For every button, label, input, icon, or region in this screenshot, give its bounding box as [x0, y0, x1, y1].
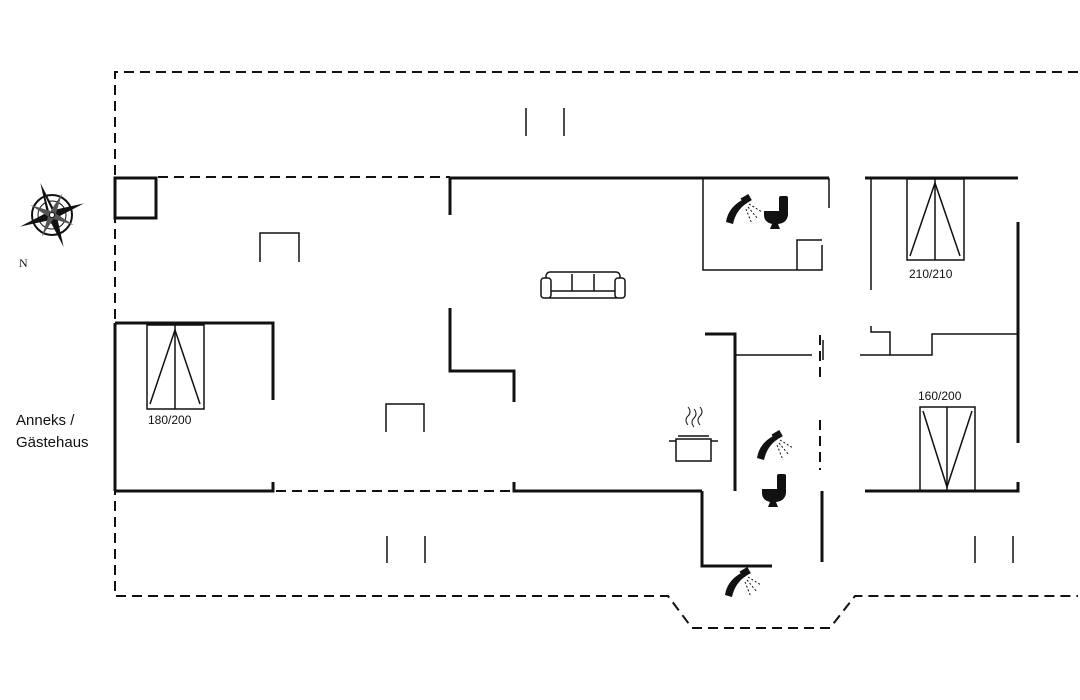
- shower-icon: [756, 429, 794, 461]
- annex-label: Anneks / Gästehaus: [16, 410, 89, 454]
- bed-size-label: 210/210: [909, 267, 953, 281]
- toilet-icon: [764, 196, 788, 229]
- shower-icon: [725, 193, 763, 225]
- bed-size-label: 180/200: [148, 413, 192, 427]
- shower-icon: [724, 566, 762, 598]
- terrace-outline: [114, 71, 1078, 629]
- open-edges: [158, 176, 821, 492]
- bed-size-label: 160/200: [918, 389, 962, 403]
- walls: [113, 176, 1020, 568]
- partitions: [259, 108, 1018, 563]
- annex-label-line1: Anneks /: [16, 412, 75, 429]
- bed-icon: [906, 178, 965, 261]
- sofa-icon: [540, 271, 626, 299]
- toilet-icon: [762, 474, 786, 507]
- bed-icon: [919, 406, 976, 492]
- cooking-pot-icon: [669, 406, 718, 462]
- annex-label-line2: Gästehaus: [16, 434, 89, 451]
- compass-north-label: N: [19, 256, 28, 270]
- compass-rose-icon: [20, 183, 84, 247]
- bed-icon: [146, 324, 205, 410]
